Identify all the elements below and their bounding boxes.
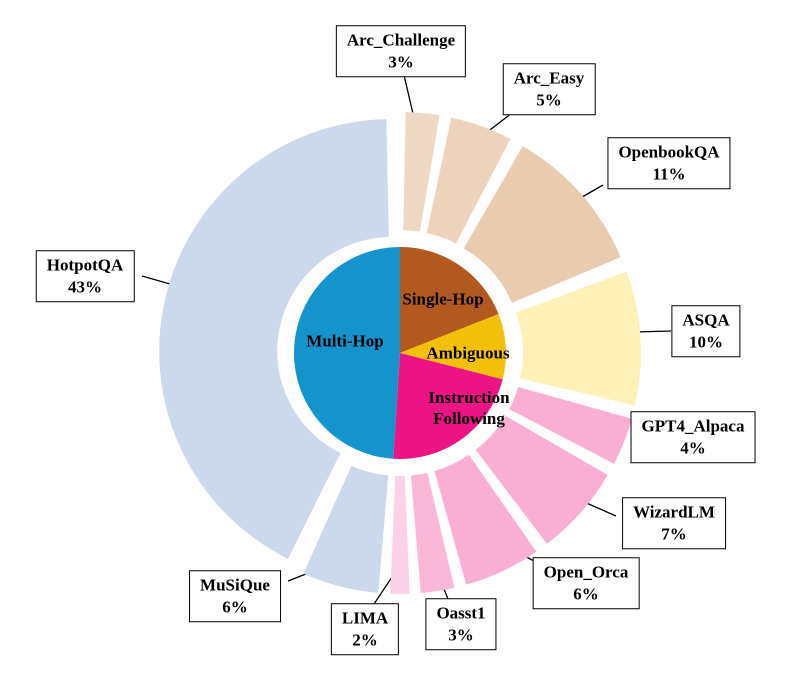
outer-wedge-wizardlm bbox=[475, 415, 608, 544]
outer-wedge-musique bbox=[303, 465, 389, 593]
callout-label: MuSiQue bbox=[200, 575, 270, 595]
callout-percent: 3% bbox=[448, 625, 474, 644]
callout-percent: 6% bbox=[222, 597, 248, 616]
outer-wedge-open-orca bbox=[434, 454, 537, 585]
callout-box-wizardlm: WizardLM 7% bbox=[622, 497, 726, 549]
inner-wedge-ambiguous bbox=[400, 313, 507, 380]
inner-wedge-instruction-following bbox=[393, 353, 503, 459]
callout-percent: 6% bbox=[573, 584, 599, 603]
callout-percent: 4% bbox=[680, 438, 706, 457]
inner-category-label-multi-hop: Multi-Hop bbox=[306, 331, 384, 351]
callout-percent: 10% bbox=[688, 332, 723, 351]
callout-label: Arc_Easy bbox=[513, 68, 585, 88]
callout-box-arc-easy: Arc_Easy 5% bbox=[502, 63, 596, 115]
callout-label: OpenbookQA bbox=[618, 142, 720, 162]
callout-box-lima: LIMA 2% bbox=[330, 603, 400, 655]
callout-box-oasst1: Oasst1 3% bbox=[425, 598, 497, 650]
callout-box-gpt4-alpaca: GPT4_Alpaca 4% bbox=[630, 411, 756, 463]
callout-percent: 2% bbox=[352, 630, 378, 649]
leader-line-hotpotqa bbox=[141, 275, 171, 285]
outer-wedge-oasst1 bbox=[410, 472, 455, 594]
inner-category-label-ambiguous: Ambiguous bbox=[426, 343, 510, 363]
callout-label: ASQA bbox=[682, 310, 730, 330]
callout-percent: 11% bbox=[652, 164, 686, 183]
callout-label: WizardLM bbox=[633, 502, 715, 522]
callout-box-musique: MuSiQue 6% bbox=[189, 570, 281, 622]
outer-wedge-asqa bbox=[515, 271, 641, 406]
outer-wedge-openbookqa bbox=[463, 146, 621, 303]
callout-box-hotpotqa: HotpotQA 43% bbox=[35, 250, 135, 302]
callout-box-asqa: ASQA 10% bbox=[671, 305, 741, 357]
callout-label: HotpotQA bbox=[46, 255, 124, 275]
leader-line-asqa bbox=[633, 330, 672, 333]
outer-wedge-arc-easy bbox=[426, 117, 511, 244]
leader-line-arc-challenge bbox=[403, 74, 415, 119]
callout-label: GPT4_Alpaca bbox=[641, 416, 745, 436]
inner-wedge-single-hop bbox=[400, 247, 499, 353]
callout-percent: 43% bbox=[68, 277, 102, 296]
outer-wedge-gpt4-alpaca bbox=[509, 386, 632, 464]
callout-percent: 3% bbox=[388, 52, 414, 71]
callout-label: Oasst1 bbox=[436, 603, 486, 623]
callout-percent: 5% bbox=[536, 90, 562, 109]
callout-box-openbookqa: OpenbookQA 11% bbox=[607, 137, 731, 189]
callout-label: Open_Orca bbox=[543, 562, 629, 582]
callout-box-arc-challenge: Arc_Challenge 3% bbox=[335, 25, 467, 77]
callout-label: Arc_Challenge bbox=[346, 30, 456, 50]
inner-category-label-instruction-following: Instruction Following bbox=[428, 387, 510, 428]
callout-percent: 7% bbox=[661, 524, 687, 543]
outer-wedge-lima bbox=[390, 475, 410, 594]
callout-label: LIMA bbox=[341, 608, 389, 628]
outer-wedge-arc-challenge bbox=[403, 112, 440, 232]
inner-wedge-multi-hop bbox=[293, 247, 400, 459]
callout-box-open-orca: Open_Orca 6% bbox=[532, 557, 640, 609]
outer-wedge-hotpotqa bbox=[159, 119, 389, 559]
leader-line-lima bbox=[373, 576, 393, 605]
inner-category-label-single-hop: Single-Hop bbox=[402, 289, 484, 309]
